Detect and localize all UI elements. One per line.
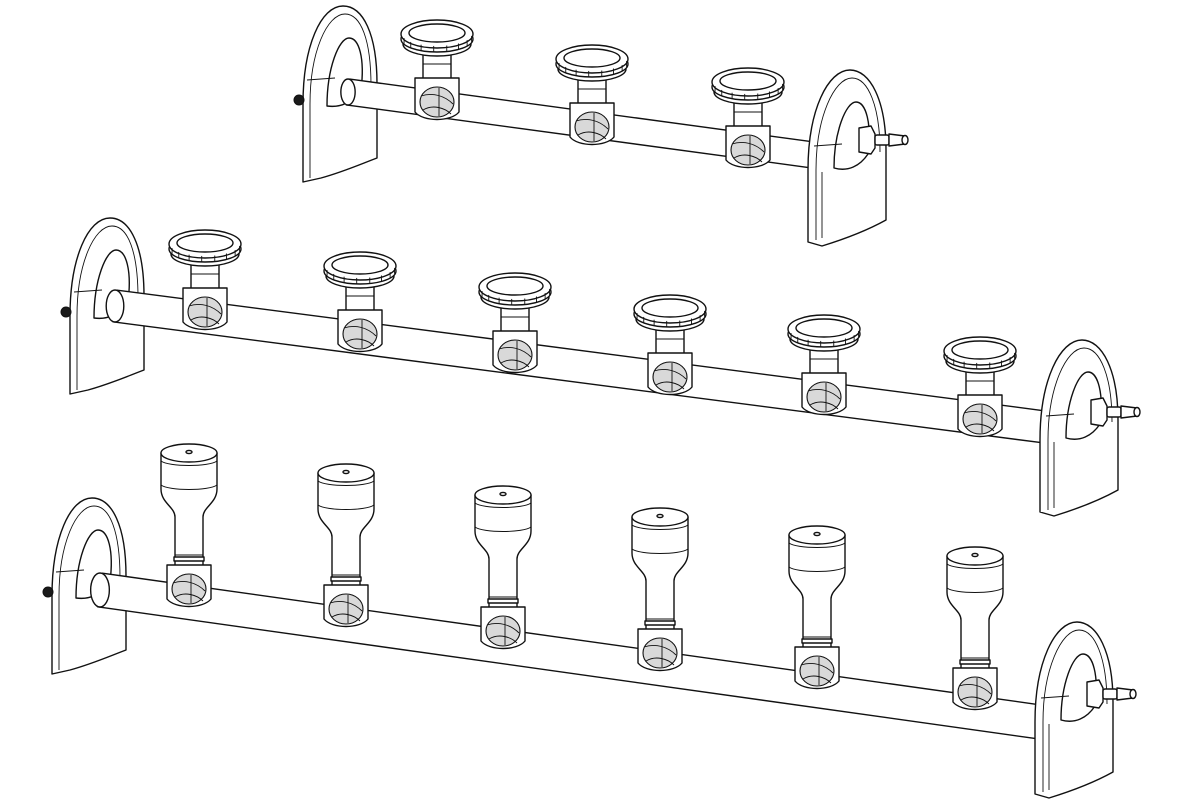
funnel-cap-hole bbox=[499, 491, 507, 497]
membrane-disc bbox=[641, 298, 699, 318]
membrane-holder-head-4 bbox=[633, 294, 707, 396]
membrane-holder-head-2 bbox=[323, 251, 397, 353]
funnel-head-2 bbox=[317, 463, 375, 628]
membrane-holder-head-6 bbox=[943, 336, 1017, 438]
membrane-disc bbox=[719, 71, 777, 91]
manifold-bar-end bbox=[105, 289, 125, 323]
membrane-holder-head-5 bbox=[787, 314, 861, 416]
funnel-head-6 bbox=[946, 546, 1004, 711]
funnel-body bbox=[317, 472, 375, 590]
manifold-bottom bbox=[42, 443, 1137, 799]
knob-icon bbox=[60, 306, 72, 318]
manifold-bar bbox=[112, 289, 1048, 444]
membrane-disc bbox=[176, 233, 234, 253]
membrane-holder-head-3 bbox=[478, 272, 552, 374]
membrane-holder-head-1 bbox=[168, 229, 242, 331]
funnel-gasket bbox=[959, 659, 991, 665]
manifold-middle bbox=[60, 217, 1141, 517]
funnel-cap-hole bbox=[342, 469, 350, 475]
funnel-gasket bbox=[330, 576, 362, 582]
membrane-disc bbox=[486, 276, 544, 296]
membrane-holder-head-3 bbox=[711, 67, 785, 169]
manifold-top bbox=[293, 5, 909, 247]
membrane-disc bbox=[563, 48, 621, 68]
funnel-body bbox=[946, 555, 1004, 673]
funnel-body bbox=[160, 452, 218, 570]
hose-barb-outlet bbox=[1090, 397, 1141, 427]
funnel-body bbox=[474, 494, 532, 612]
funnel-head-3 bbox=[474, 485, 532, 650]
knob-icon bbox=[293, 94, 305, 106]
funnel-head-4 bbox=[631, 507, 689, 672]
hose-barb-outlet bbox=[858, 125, 909, 155]
funnel-body bbox=[788, 534, 846, 652]
funnel-cap-hole bbox=[185, 449, 193, 455]
membrane-disc bbox=[951, 340, 1009, 360]
funnel-body bbox=[631, 516, 689, 634]
end-plate-right bbox=[1039, 339, 1119, 517]
funnel-gasket bbox=[644, 620, 676, 626]
manifold-bar-end bbox=[340, 78, 356, 106]
funnel-gasket bbox=[801, 638, 833, 644]
end-plate-left bbox=[42, 497, 127, 675]
manifold-bar bbox=[96, 572, 1044, 740]
funnel-cap-hole bbox=[971, 552, 979, 558]
end-plate-right bbox=[807, 69, 887, 247]
funnel-cap-hole bbox=[813, 531, 821, 537]
funnel-head-1 bbox=[160, 443, 218, 608]
funnel-gasket bbox=[487, 598, 519, 604]
hose-barb-outlet bbox=[1086, 679, 1137, 709]
funnel-gasket bbox=[173, 556, 205, 562]
membrane-disc bbox=[331, 255, 389, 275]
membrane-disc bbox=[408, 23, 466, 43]
funnel-cap-hole bbox=[656, 513, 664, 519]
membrane-holder-head-1 bbox=[400, 19, 474, 121]
membrane-disc bbox=[795, 318, 853, 338]
knob-icon bbox=[42, 586, 54, 598]
funnel-head-5 bbox=[788, 525, 846, 690]
manifold-bar-end bbox=[89, 572, 111, 608]
end-plate-right bbox=[1034, 621, 1114, 799]
membrane-holder-head-2 bbox=[555, 44, 629, 146]
